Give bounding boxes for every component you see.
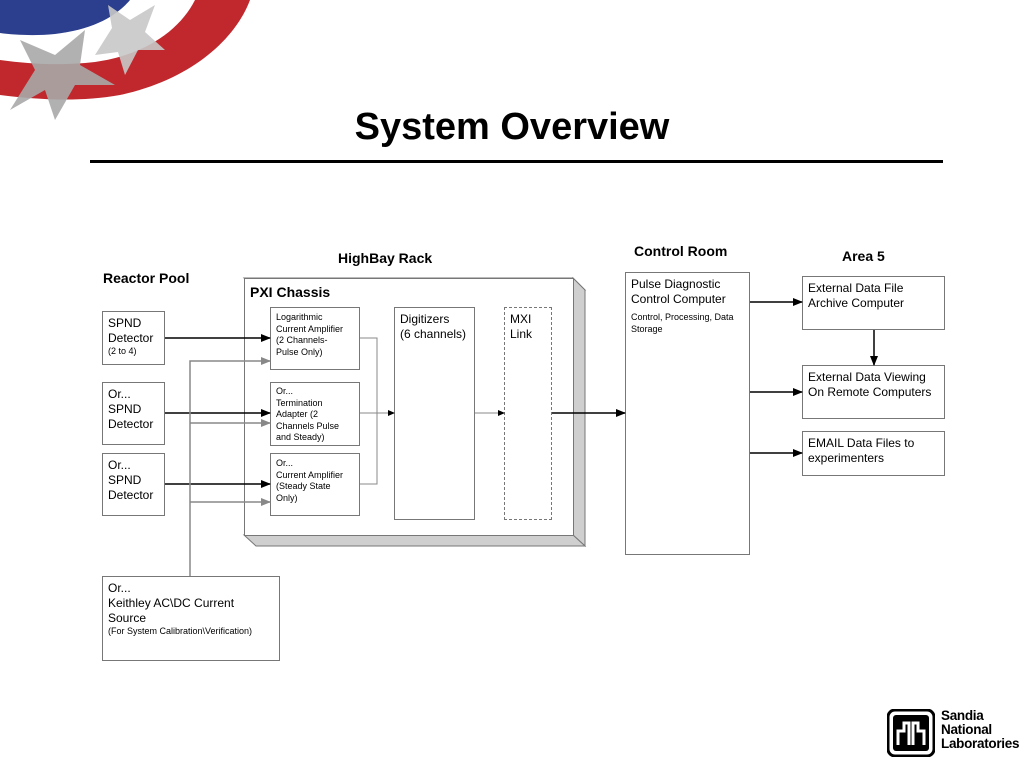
amp-3-line: Or... — [276, 458, 294, 468]
pulse-computer-line2: Control Computer — [631, 292, 726, 306]
pulse-diagnostic-computer: Pulse Diagnostic Control Computer Contro… — [625, 272, 750, 555]
external-data-viewing: External Data Viewing On Remote Computer… — [802, 365, 945, 419]
spnd-detector-1: SPND Detector (2 to 4) — [102, 311, 165, 365]
keithley-line2: Keithley AC\DC Current — [108, 596, 235, 610]
archive-line2: Archive Computer — [808, 296, 905, 310]
keithley-line3: Source — [108, 611, 147, 625]
pulse-computer-line1: Pulse Diagnostic — [631, 277, 721, 291]
detector-2-line2: SPND — [108, 402, 142, 416]
email-line2: experimenters — [808, 451, 885, 465]
detector-2-line1: Or... — [108, 387, 131, 401]
amp-2-line: Channels Pulse — [276, 420, 340, 431]
amp-2-line: Termination — [276, 397, 323, 408]
pxi-chassis-label: PXI Chassis — [250, 284, 331, 300]
detector-3-line1: Or... — [108, 458, 131, 472]
viewing-line1: External Data Viewing — [808, 370, 926, 384]
logo-line3: Laboratories — [941, 736, 1020, 751]
area5-header: Area 5 — [842, 248, 885, 264]
archive-line1: External Data File — [808, 281, 904, 295]
amp-1-line: Logarithmic — [276, 312, 323, 322]
amp-3-line: Only) — [276, 492, 298, 503]
keithley-sub: (For System Calibration\Verification) — [108, 626, 253, 636]
keithley-current-source: Or... Keithley AC\DC Current Source (For… — [102, 576, 280, 661]
detector-1-line1: SPND — [108, 316, 142, 330]
email-line1: EMAIL Data Files to — [808, 436, 915, 450]
amp-3-line: Current Amplifier — [276, 469, 344, 480]
flag-banner-decoration — [0, 0, 250, 120]
spnd-detector-3: Or... SPND Detector — [102, 453, 165, 516]
amp-2-line: Adapter (2 — [276, 409, 319, 419]
pulse-computer-sub1: Control, Processing, Data — [631, 312, 734, 322]
keithley-line1: Or... — [108, 581, 131, 595]
amp-1-line: Current Amplifier — [276, 323, 344, 334]
amp-2-line: and Steady) — [276, 432, 325, 442]
amp-2-line: Or... — [276, 386, 294, 396]
spnd-detector-2: Or... SPND Detector — [102, 382, 165, 445]
detector-3-line3: Detector — [108, 488, 154, 502]
steady-state-amplifier: Or... Current Amplifier (Steady State On… — [270, 453, 360, 516]
amp-3-line: (Steady State — [276, 481, 331, 491]
detector-2-line3: Detector — [108, 417, 154, 431]
highbay-rack-header: HighBay Rack — [338, 250, 433, 266]
detector-1-sub: (2 to 4) — [108, 346, 137, 356]
amp-1-line: Pulse Only) — [276, 346, 323, 357]
control-room-header: Control Room — [634, 243, 728, 259]
detector-1-line2: Detector — [108, 331, 154, 345]
mxi-link-box: MXI Link — [504, 307, 552, 520]
mxi-line1: MXI — [510, 312, 532, 326]
viewing-line2: On Remote Computers — [808, 385, 932, 399]
title-underline — [90, 160, 943, 163]
reactor-pool-header: Reactor Pool — [103, 270, 190, 286]
mxi-line2: Link — [510, 327, 533, 341]
thunderbird-icon — [887, 709, 935, 757]
digitizers-line2: (6 channels) — [400, 327, 467, 341]
amp-1-line: (2 Channels- — [276, 335, 328, 345]
page-title: System Overview — [354, 106, 670, 148]
detector-3-line2: SPND — [108, 473, 142, 487]
digitizers-line1: Digitizers — [400, 312, 450, 326]
logo-line2: National — [941, 722, 992, 737]
termination-adapter: Or... Termination Adapter (2 Channels Pu… — [270, 382, 360, 446]
email-data-files: EMAIL Data Files to experimenters — [802, 431, 945, 476]
external-archive-computer: External Data File Archive Computer — [802, 276, 945, 330]
logo-line1: Sandia — [941, 708, 984, 723]
pulse-computer-sub2: Storage — [631, 323, 663, 334]
sandia-logo: Sandia National Laboratories — [887, 707, 1019, 759]
